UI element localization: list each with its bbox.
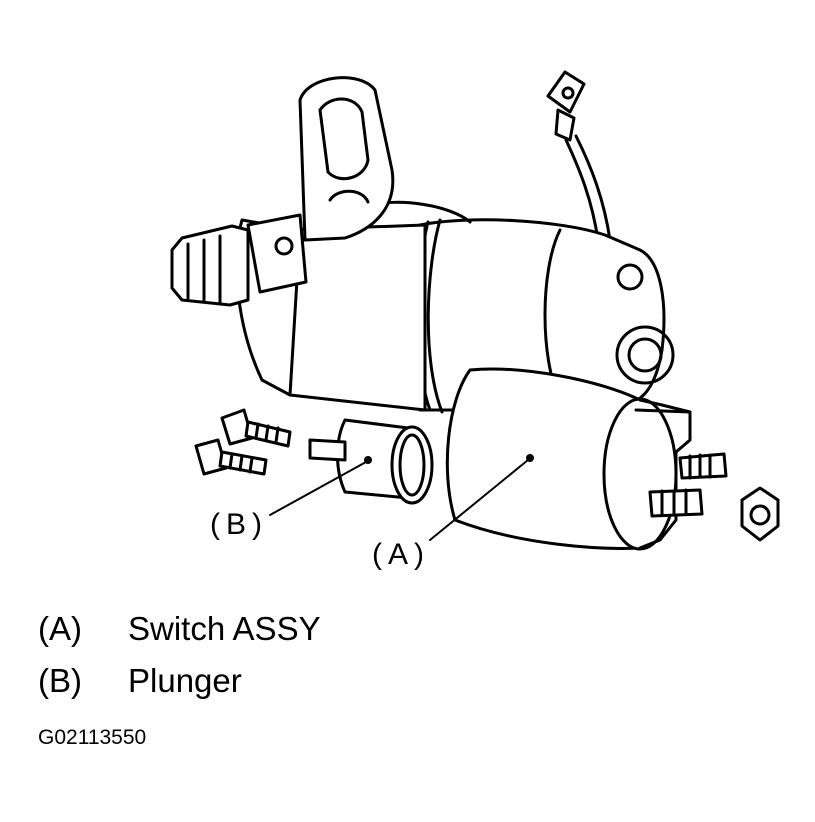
leader-line-a xyxy=(430,460,528,540)
legend-label: Plunger xyxy=(128,662,242,699)
bolt-upper xyxy=(222,410,290,446)
callout-b-label: (B) xyxy=(210,508,268,541)
figure-id: G02113550 xyxy=(38,726,147,749)
legend-key: (A) xyxy=(38,610,82,647)
bolt-lower xyxy=(196,440,266,474)
starter-motor-body xyxy=(172,78,673,412)
leader-line-b xyxy=(270,462,366,515)
legend-entry-a: (A) Switch ASSY xyxy=(38,610,321,648)
switch-assy-a xyxy=(447,369,726,549)
legend-label: Switch ASSY xyxy=(128,610,321,647)
plunger-b xyxy=(310,420,432,503)
battery-cable xyxy=(548,72,610,240)
legend-key: (B) xyxy=(38,662,82,699)
nut xyxy=(742,488,778,540)
legend-entry-b: (B) Plunger xyxy=(38,662,242,700)
starter-motor-exploded-diagram xyxy=(0,0,815,600)
callout-a-label: (A) xyxy=(372,538,430,571)
